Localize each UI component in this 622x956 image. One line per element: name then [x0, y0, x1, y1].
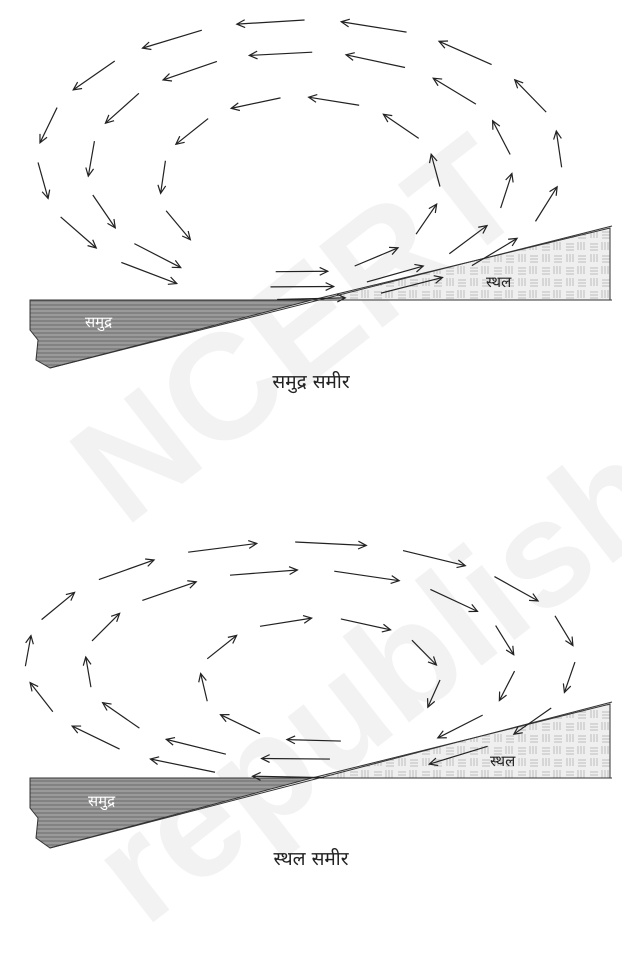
- sea-region: [30, 300, 312, 368]
- wind-arrow: [166, 738, 226, 755]
- wind-arrow: [230, 567, 297, 575]
- wind-arrow: [61, 217, 97, 248]
- wind-arrow: [416, 204, 437, 234]
- wind-arrow: [221, 715, 260, 734]
- sea-region: [30, 778, 312, 848]
- wind-arrow: [99, 559, 154, 580]
- wind-arrow: [494, 577, 538, 601]
- wind-arrow: [207, 635, 236, 658]
- wind-arrow: [496, 626, 514, 655]
- wind-arrow: [42, 592, 75, 619]
- wind-arrow: [563, 662, 575, 692]
- wind-arrow: [38, 162, 50, 198]
- wind-arrow: [176, 119, 208, 145]
- wind-arrow: [73, 61, 115, 90]
- wind-arrow: [309, 95, 359, 106]
- wind-arrow: [499, 671, 514, 700]
- wind-arrow: [249, 51, 312, 59]
- wind-arrow: [121, 262, 176, 284]
- wind-arrow: [134, 244, 180, 268]
- wind-arrow: [92, 613, 120, 641]
- wind-arrow: [40, 108, 57, 143]
- land-breeze-caption: स्थल समीर: [0, 845, 622, 871]
- wind-arrow: [554, 131, 562, 167]
- wind-arrow: [346, 53, 405, 68]
- wind-arrow: [383, 114, 418, 138]
- wind-arrow: [25, 636, 33, 667]
- wind-arrow: [231, 98, 280, 111]
- wind-arrow: [295, 541, 366, 549]
- wind-arrow: [341, 19, 406, 32]
- land-label: स्थल: [486, 273, 512, 291]
- wind-arrow: [166, 211, 190, 240]
- land-breeze-diagram: समुद्र स्थल: [25, 541, 612, 848]
- sea-label: समुद्र: [85, 313, 113, 332]
- wind-arrow: [515, 80, 546, 112]
- wind-arrow: [501, 173, 513, 208]
- wind-arrow: [142, 581, 196, 601]
- wind-arrow: [270, 283, 333, 291]
- wind-arrow: [341, 619, 391, 632]
- wind-arrow: [355, 247, 398, 266]
- sea-label: समुद्र: [88, 792, 116, 811]
- wind-arrow: [93, 195, 115, 228]
- wind-arrow: [83, 657, 91, 687]
- wind-arrow: [150, 757, 215, 772]
- wind-arrow: [439, 41, 492, 64]
- wind-arrow: [188, 541, 257, 553]
- wind-arrow: [199, 674, 208, 702]
- sea-breeze-circulation-arrows: [38, 19, 562, 302]
- wind-arrow: [72, 726, 119, 749]
- wind-arrow: [438, 715, 483, 738]
- sea-breeze-caption: समुद्र समीर: [0, 368, 622, 394]
- wind-arrow: [30, 683, 53, 712]
- breeze-diagrams: समुद्र स्थल समुद्र स्थल: [0, 0, 622, 877]
- wind-arrow: [535, 187, 557, 222]
- wind-arrow: [430, 589, 477, 611]
- wind-arrow: [262, 755, 330, 763]
- wind-arrow: [412, 640, 437, 665]
- wind-arrow: [237, 20, 305, 28]
- wind-arrow: [103, 703, 140, 728]
- wind-arrow: [158, 161, 166, 194]
- wind-arrow: [433, 78, 476, 104]
- sea-breeze-diagram: समुद्र स्थल: [30, 19, 612, 368]
- wind-arrow: [334, 571, 399, 583]
- wind-arrow: [105, 93, 138, 123]
- wind-arrow: [143, 30, 202, 49]
- wind-arrow: [493, 121, 511, 155]
- wind-arrow: [430, 154, 440, 186]
- wind-arrow: [276, 267, 328, 275]
- wind-arrow: [403, 551, 465, 568]
- wind-arrow: [428, 680, 440, 707]
- wind-arrow: [555, 616, 573, 646]
- wind-arrow: [260, 616, 312, 627]
- wind-arrow: [86, 141, 95, 176]
- wind-arrow: [287, 736, 341, 744]
- land-label: स्थल: [490, 752, 516, 770]
- wind-arrow: [163, 61, 217, 81]
- wind-arrow: [449, 226, 487, 254]
